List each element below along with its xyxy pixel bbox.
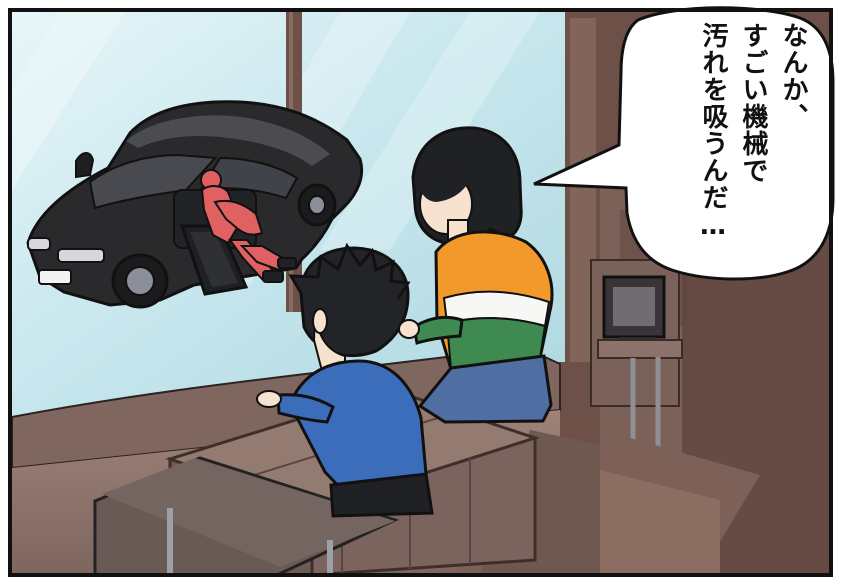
cleaning-worker	[200, 169, 297, 283]
girl-character	[398, 126, 554, 424]
speech-bubble	[533, 6, 835, 281]
boy-character	[256, 242, 434, 518]
window-reflection-1	[12, 12, 125, 190]
panel-border	[8, 8, 833, 577]
student-desk	[93, 456, 400, 577]
window-reflection-3	[320, 12, 540, 250]
black-car	[26, 100, 364, 309]
